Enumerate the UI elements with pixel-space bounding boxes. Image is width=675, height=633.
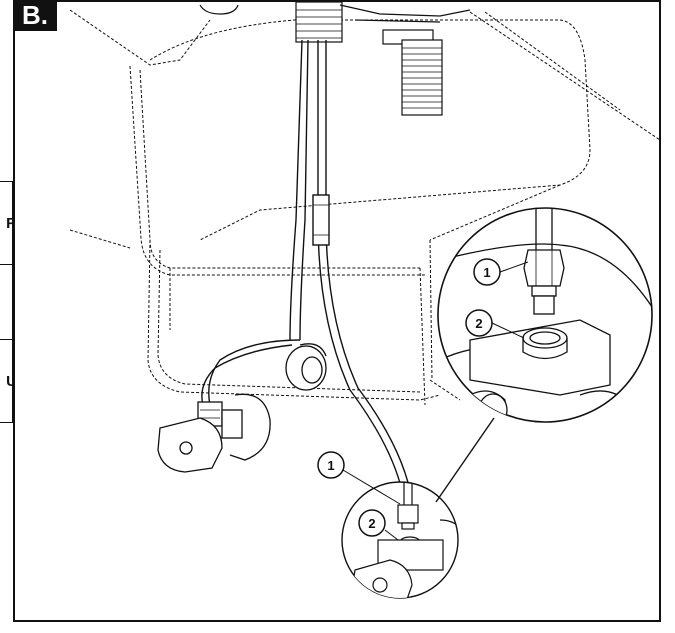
lower-detail-circle: [341, 481, 459, 599]
callout-2-lower-label: 2: [368, 516, 375, 531]
callout-1-detail: 1: [473, 258, 501, 286]
left-shutoff-valve: [157, 393, 271, 473]
callout-1-lower-label: 1: [327, 458, 334, 473]
callout-1-lower-leader: [342, 469, 401, 505]
hose-weight: [285, 343, 327, 391]
detail-connector-line: [435, 417, 495, 503]
callout-1-detail-label: 1: [483, 265, 490, 280]
side-tab-bottom: U: [0, 339, 13, 423]
callout-2-lower: 2: [358, 509, 386, 537]
sink-outline: [69, 9, 659, 406]
faucet-base: [199, 2, 471, 45]
callout-2-detail-label: 2: [475, 316, 482, 331]
drain-pipe: [401, 39, 443, 116]
callout-1-detail-leader: [499, 261, 529, 273]
supply-hoses: [201, 39, 413, 501]
side-tab-top: R: [0, 181, 13, 265]
callout-2-detail: 2: [465, 309, 493, 337]
callout-1-lower: 1: [317, 451, 345, 479]
callout-2-lower-leader: [384, 529, 399, 541]
side-tab-bottom-text: U: [6, 373, 12, 390]
callout-2-detail-leader: [491, 322, 525, 339]
side-tab-top-text: R: [6, 215, 12, 232]
step-label: B.: [13, 0, 57, 31]
